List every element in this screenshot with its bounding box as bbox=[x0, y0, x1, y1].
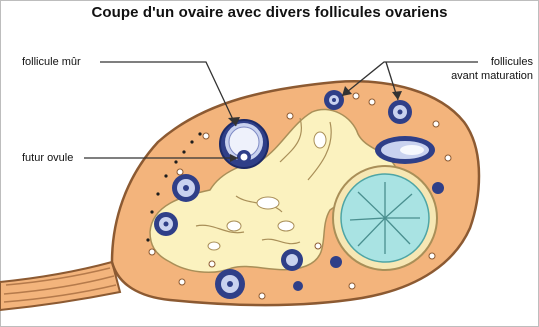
ovarian-ligament bbox=[0, 262, 120, 310]
label-follicules: follicules bbox=[491, 56, 533, 69]
mature-follicle bbox=[220, 120, 268, 168]
corpus-luteum bbox=[333, 166, 437, 270]
label-futur-ovule: futur ovule bbox=[22, 152, 73, 165]
label-follicule-mur: follicule mûr bbox=[22, 56, 81, 69]
label-avant-maturation: avant maturation bbox=[451, 70, 533, 83]
